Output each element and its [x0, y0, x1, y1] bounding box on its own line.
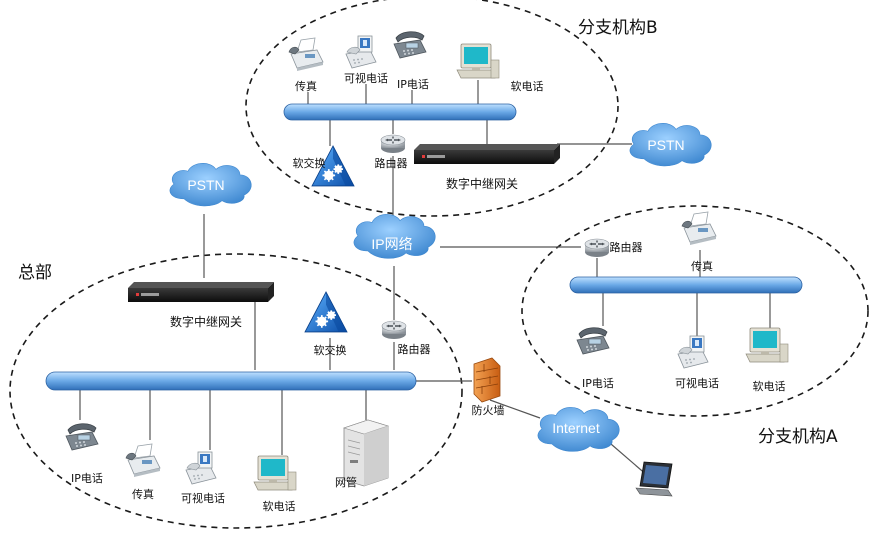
branch-a-video-phone-label: 可视电话	[675, 376, 719, 390]
trunk-gateway-icon	[414, 144, 560, 164]
headquarters-bus	[45, 371, 417, 391]
branch-a-title: 分支机构A	[758, 427, 838, 447]
branch-a-boundary	[521, 205, 869, 417]
video-phone-icon	[185, 451, 217, 485]
pstn-left-label: PSTN	[187, 177, 224, 193]
ip-phone-icon	[393, 31, 427, 59]
branch-b-ip-phone-label: IP电话	[397, 78, 429, 91]
soft-phone-icon	[456, 43, 500, 79]
hq-fax-label: 传真	[132, 487, 154, 501]
branch-b-title: 分支机构B	[578, 18, 658, 38]
ip-phone-icon	[65, 423, 99, 451]
hq-nms-label: 网管	[335, 475, 357, 489]
branch-b-gateway-label: 数字中继网关	[446, 176, 518, 191]
branch-b-soft-phone-label: 软电话	[511, 79, 544, 93]
branch-a-soft-phone-label: 软电话	[753, 379, 786, 393]
hq-gateway-label: 数字中继网关	[170, 314, 242, 329]
headquarters-boundary	[9, 253, 463, 529]
fax-icon	[125, 443, 161, 478]
ip-network-label: IP网络	[371, 236, 412, 252]
links	[79, 80, 771, 477]
router-icon	[381, 320, 407, 340]
laptop-icon	[635, 461, 673, 497]
router-icon	[584, 238, 610, 258]
branch-a-bus	[569, 276, 803, 294]
video-phone-icon	[345, 35, 377, 69]
soft-phone-icon	[745, 327, 789, 363]
soft-phone-icon	[253, 455, 297, 491]
hq-firewall-label: 防火墙	[472, 403, 505, 417]
headquarters-title: 总部	[18, 263, 52, 283]
hq-video-phone-label: 可视电话	[181, 491, 225, 505]
fax-icon	[288, 37, 324, 72]
softswitch-icon	[304, 291, 348, 333]
server-icon	[343, 419, 389, 487]
branch-b-video-phone-label: 可视电话	[344, 71, 388, 85]
branch-b-router-label: 路由器	[375, 156, 408, 170]
branch-a-ip-phone-label: IP电话	[582, 377, 614, 390]
branch-b-boundary	[245, 0, 619, 217]
branch-a-router-label: 路由器	[610, 240, 643, 254]
hq-ip-phone-label: IP电话	[71, 472, 103, 485]
branch-b-bus	[283, 103, 517, 121]
router-icon	[380, 134, 406, 154]
internet-label: Internet	[552, 420, 600, 436]
hq-router-label: 路由器	[398, 342, 431, 356]
hq-softswitch-label: 软交换	[314, 343, 347, 357]
fax-icon	[681, 211, 717, 246]
firewall-icon	[473, 357, 501, 403]
ip-phone-icon	[576, 327, 610, 355]
video-phone-icon	[677, 335, 709, 369]
hq-soft-phone-label: 软电话	[263, 499, 296, 513]
branch-b-fax-label: 传真	[295, 79, 317, 93]
pstn-right-label: PSTN	[647, 137, 684, 153]
branch-a-fax-label: 传真	[691, 259, 713, 273]
trunk-gateway-icon	[128, 282, 274, 302]
branch-b-softswitch-label: 软交换	[293, 156, 326, 170]
